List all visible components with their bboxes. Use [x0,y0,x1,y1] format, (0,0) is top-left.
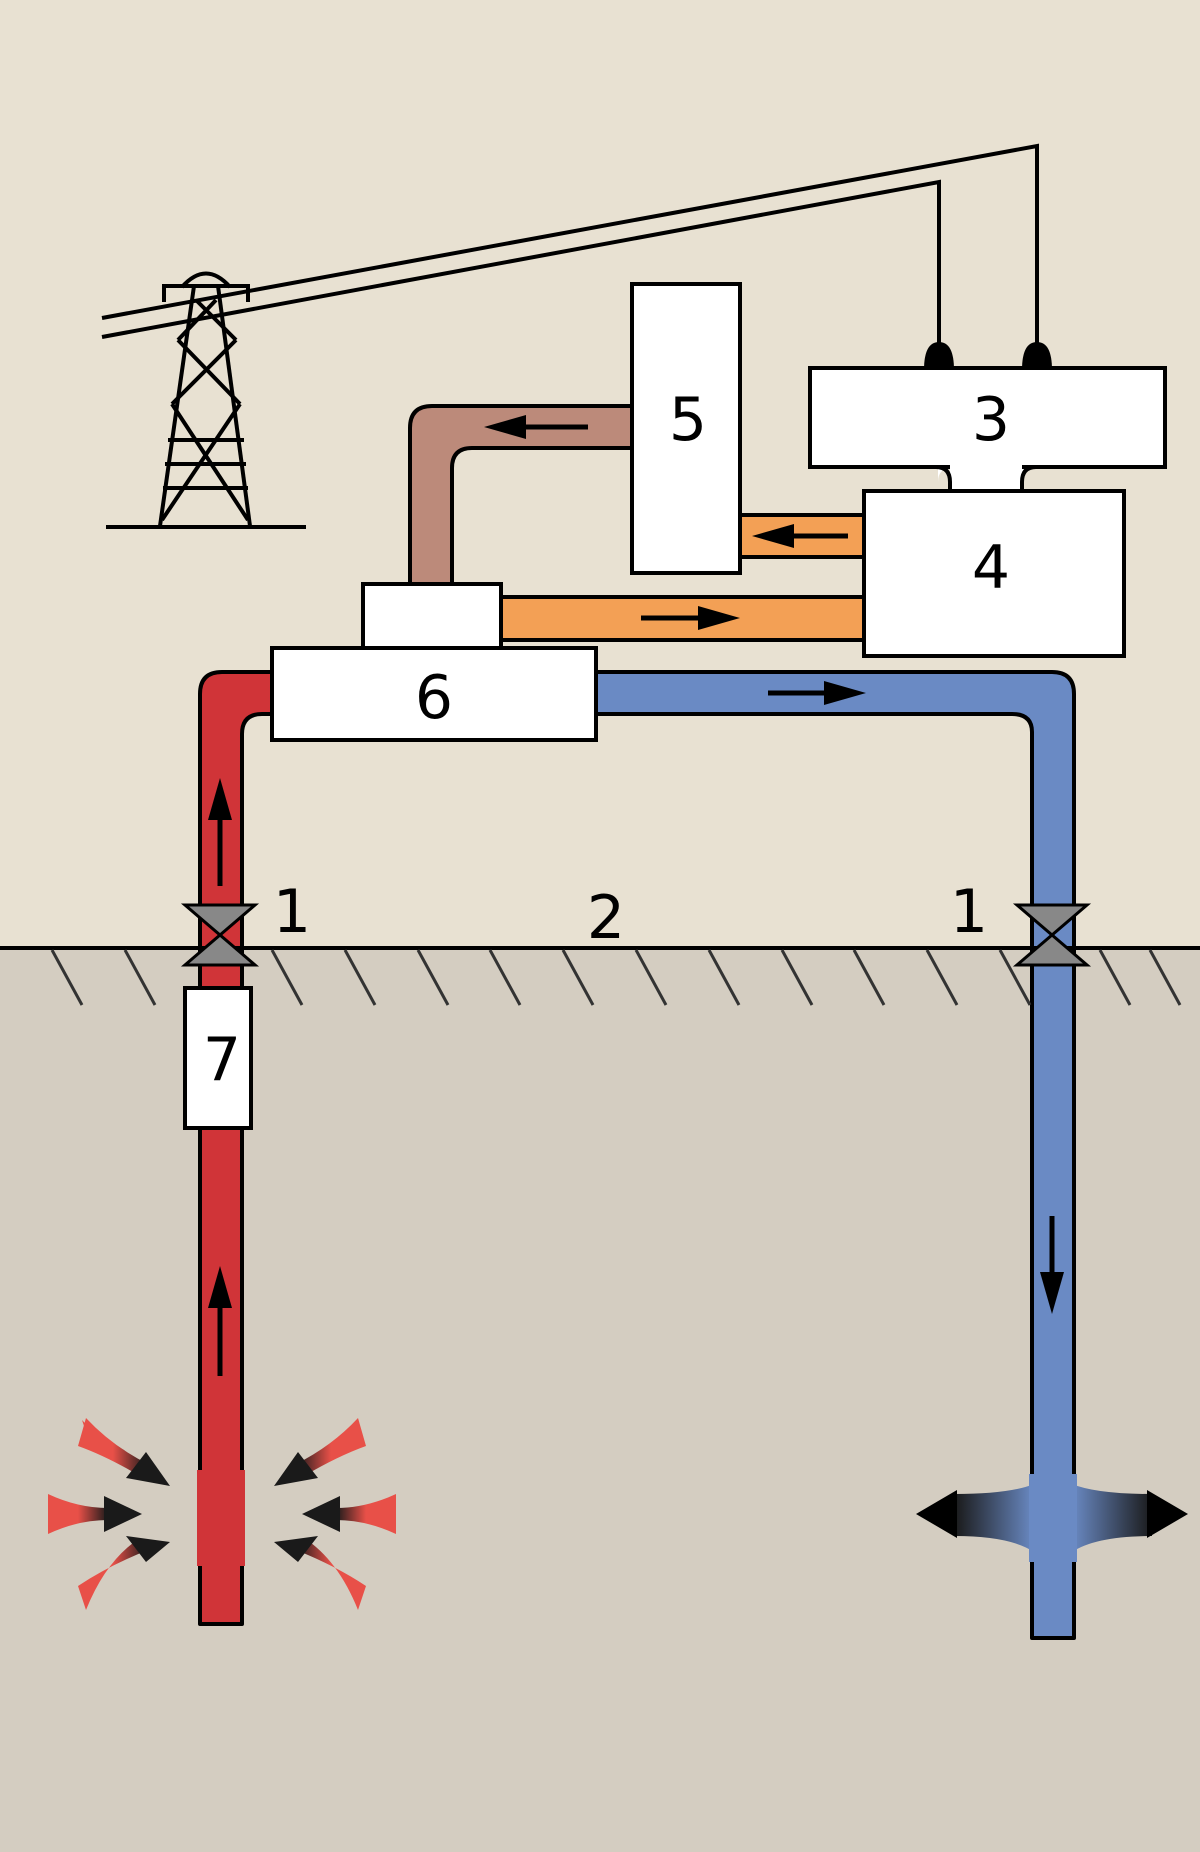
shaft-outline-left [935,465,952,493]
flow-arrow-icon [484,415,588,439]
underground-area [0,948,1200,1852]
well-left-label: 1 [273,877,311,947]
flow-arrow-icon [768,681,866,705]
flow-arrow-icon [641,606,740,630]
condenser-label: 5 [669,385,707,455]
flow-arrow-icon [1040,1216,1064,1314]
power-line-lower [101,179,941,358]
pump-label: 7 [203,1025,241,1095]
injection-pipe [592,670,1076,1640]
inflow-zone [198,1474,244,1566]
ground-label: 2 [587,883,625,953]
turbine-label: 4 [972,533,1010,603]
generator-label: 3 [972,385,1010,455]
line-terminal-left [924,342,954,370]
flow-arrow-icon [752,524,848,548]
ground-hatching [50,949,1182,1006]
valve-icon [1012,903,1092,967]
separator-label: 6 [415,663,453,733]
power-line-upper [101,143,1039,358]
well-right-label: 1 [950,877,988,947]
shaft-outline-right [1020,465,1037,493]
flow-arrow-icon [208,1266,232,1376]
generator-box [808,366,1167,469]
heat-inflow-arrows [48,1418,396,1610]
turbine-box [862,489,1126,658]
separator-top-box [361,582,503,650]
condenser-box [630,282,742,575]
pump-box [183,986,253,1130]
line-terminal-right [1022,342,1052,370]
power-tower-icon [106,271,306,529]
flow-arrow-icon [208,778,232,886]
valve-icon [180,903,260,967]
separator-box [270,646,598,742]
outflow-zone [916,1474,1188,1562]
